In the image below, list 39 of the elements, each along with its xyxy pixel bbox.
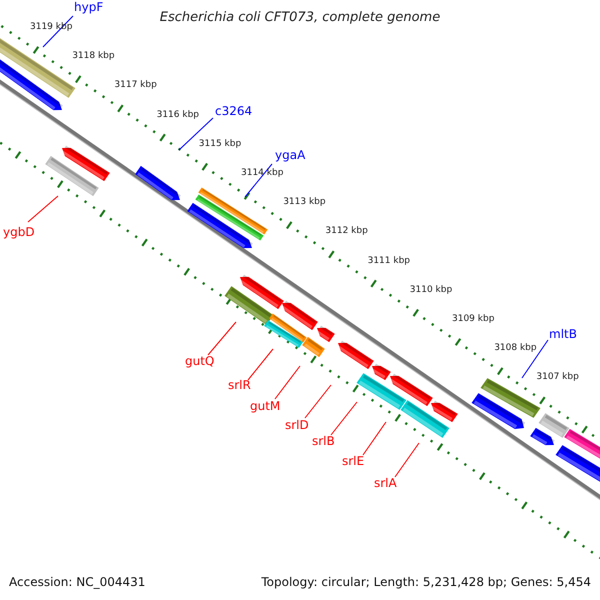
gene-label: srlB <box>312 435 335 447</box>
gene-label: c3264 <box>215 105 252 117</box>
leader-line <box>274 366 300 400</box>
scale-label: 3117 kbp <box>114 81 157 90</box>
gene-label: mltB <box>549 328 577 340</box>
gene-label: gutQ <box>185 355 214 367</box>
map-title: Escherichia coli CFT073, complete genome <box>158 11 442 24</box>
scale-label: 3108 kbp <box>494 344 537 354</box>
scale-label: 3116 kbp <box>156 110 199 120</box>
leader-line <box>28 196 58 222</box>
gene-label: srlD <box>285 419 309 431</box>
leader-line <box>394 442 420 478</box>
leader-line <box>248 348 274 380</box>
scale-label: 3114 kbp <box>241 169 284 178</box>
scale-label: 3111 kbp <box>368 256 410 266</box>
scale-label: 3112 kbp <box>325 227 368 236</box>
leader-line <box>244 164 272 198</box>
genome-summary-text: Topology: circular; Length: 5,231,428 bp; Genes: 5,454 <box>261 576 591 588</box>
leader-line <box>178 118 214 150</box>
leader-line <box>362 422 386 456</box>
leader-line <box>330 402 358 436</box>
leader-line <box>522 340 548 378</box>
gene-label: srlE <box>342 455 364 467</box>
gene-label: srlR <box>228 379 251 391</box>
gene-label: srlA <box>374 477 397 489</box>
gene-label: ygbD <box>3 226 35 238</box>
scale-label: 3107 kbp <box>536 373 579 382</box>
scale-label: 3109 kbp <box>452 315 494 324</box>
scale-label: 3113 kbp <box>283 198 326 208</box>
scale-label: 3110 kbp <box>410 286 452 295</box>
leader-line <box>42 16 74 48</box>
accession-text: Accession: NC_004431 <box>9 576 146 588</box>
leader-line <box>208 322 236 356</box>
gene-label: hypF <box>74 1 104 13</box>
gene-label: ygaA <box>275 149 306 161</box>
scale-label: 3118 kbp <box>72 52 115 62</box>
leader-line <box>304 384 332 418</box>
gene-label: gutM <box>250 400 280 412</box>
scale-label: 3115 kbp <box>198 140 242 149</box>
